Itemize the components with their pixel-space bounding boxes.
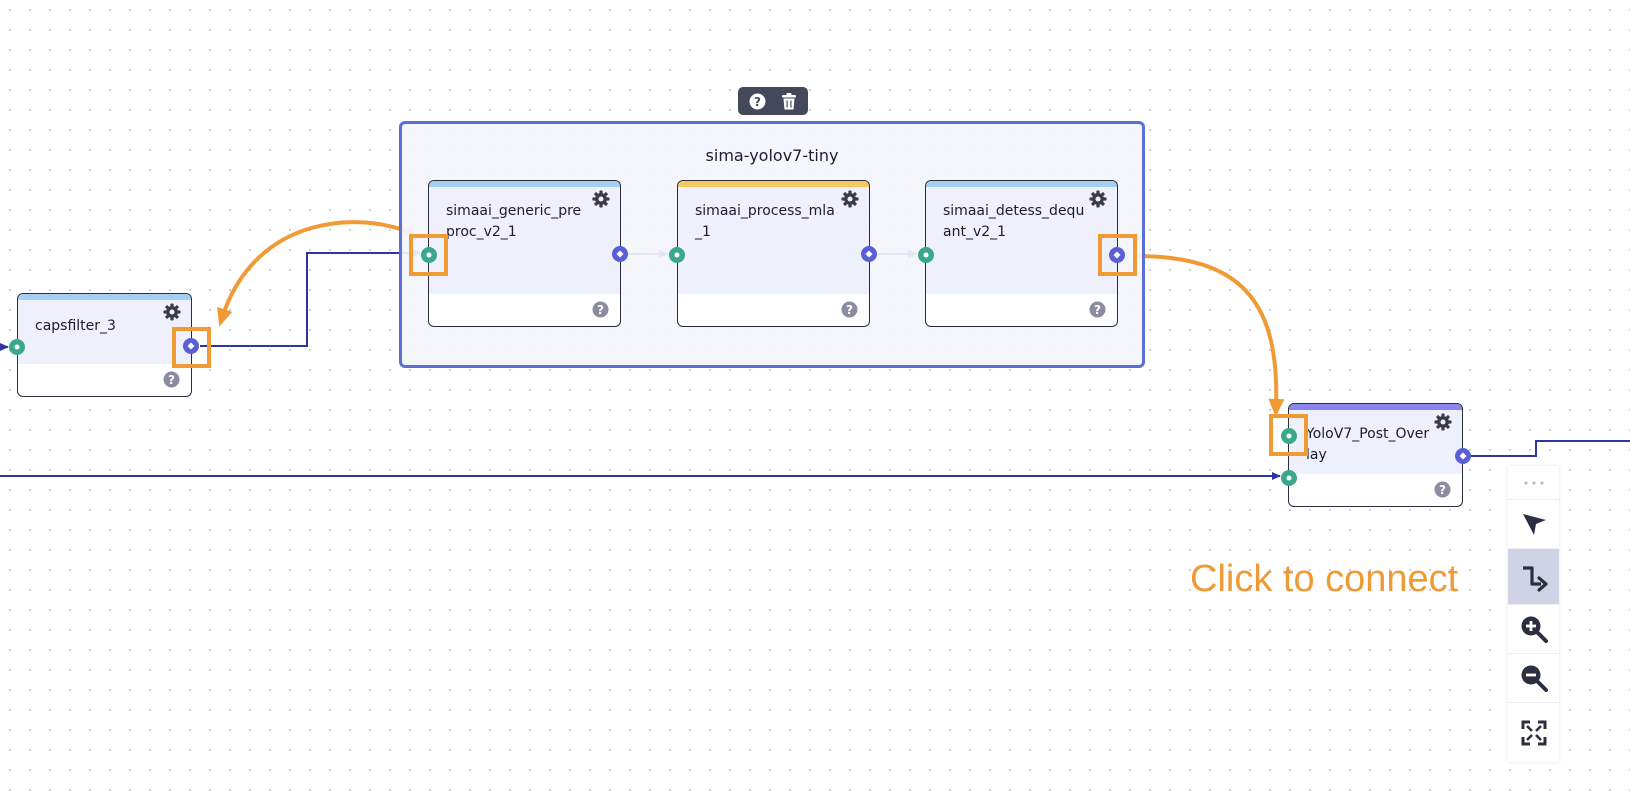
help-icon[interactable]: ? — [1434, 481, 1451, 498]
node-label: simaai_process_mla_1 — [695, 203, 835, 240]
node-header — [18, 294, 191, 364]
node-preproc[interactable]: simaai_generic_preproc_v2_1 ? — [428, 180, 621, 327]
node-header — [926, 181, 1117, 294]
detess-input-port[interactable] — [917, 246, 935, 264]
connector-icon — [1522, 565, 1548, 592]
capsfilter-input-port[interactable] — [8, 338, 26, 356]
gear-icon[interactable] — [841, 190, 859, 208]
mla-input-port[interactable] — [668, 246, 686, 264]
group-toolbar: ? — [738, 87, 808, 115]
gear-icon[interactable] — [592, 190, 610, 208]
ellipsis-icon — [1523, 480, 1544, 485]
zoom-in-button[interactable] — [1508, 605, 1559, 654]
preproc-input-port[interactable] — [420, 246, 438, 264]
cursor-arrow-icon — [1522, 514, 1546, 535]
annotation-arrow-left — [217, 220, 414, 327]
question-circle-icon[interactable]: ? — [748, 92, 766, 110]
svg-text:?: ? — [597, 303, 604, 317]
fit-view-button[interactable] — [1508, 703, 1559, 762]
node-label: simaai_detess_dequant_v2_1 — [943, 203, 1085, 240]
svg-text:?: ? — [1094, 303, 1101, 317]
connect-tool-button[interactable] — [1508, 549, 1559, 605]
preproc-output-port[interactable] — [611, 245, 629, 263]
zoom-in-icon — [1521, 616, 1548, 643]
svg-text:?: ? — [754, 95, 761, 109]
annotation-arrow-right — [1135, 254, 1285, 417]
node-header — [429, 181, 620, 294]
gear-icon[interactable] — [1434, 413, 1452, 431]
svg-text:?: ? — [846, 303, 853, 317]
node-header — [1289, 404, 1462, 474]
help-icon[interactable]: ? — [592, 301, 609, 318]
zoom-out-button[interactable] — [1508, 654, 1559, 703]
overlay-output-port[interactable] — [1454, 447, 1472, 465]
canvas-controls — [1508, 466, 1559, 762]
node-label: capsfilter_3 — [35, 318, 116, 334]
gear-icon[interactable] — [163, 303, 181, 321]
wire-overlay-output[interactable] — [1471, 440, 1630, 457]
node-label: simaai_generic_preproc_v2_1 — [446, 203, 582, 240]
capsfilter-output-port[interactable] — [182, 337, 200, 355]
node-detess[interactable]: simaai_detess_dequant_v2_1 ? — [925, 180, 1118, 327]
more-options-button[interactable] — [1508, 466, 1559, 500]
group-title: sima-yolov7-tiny — [705, 146, 839, 165]
help-icon[interactable]: ? — [841, 301, 858, 318]
overlay-input-port-1[interactable] — [1280, 427, 1298, 445]
node-overlay[interactable]: YoloV7_Post_Overlay ? — [1288, 403, 1463, 507]
mla-output-port[interactable] — [860, 245, 878, 263]
click-to-connect-hint: Click to connect — [1190, 558, 1459, 600]
gear-icon[interactable] — [1089, 190, 1107, 208]
detess-output-port[interactable] — [1108, 246, 1126, 264]
select-tool-button[interactable] — [1508, 500, 1559, 549]
zoom-out-icon — [1521, 665, 1548, 692]
help-icon[interactable]: ? — [1089, 301, 1106, 318]
wire-capsfilter-to-preproc[interactable] — [200, 249, 421, 347]
node-capsfilter[interactable]: capsfilter_3 ? — [17, 293, 192, 397]
node-label: YoloV7_Post_Overlay — [1306, 426, 1430, 463]
node-mla[interactable]: simaai_process_mla_1 ? — [677, 180, 870, 327]
node-header — [678, 181, 869, 294]
fit-screen-icon — [1521, 720, 1546, 745]
help-icon[interactable]: ? — [163, 371, 180, 388]
trash-icon[interactable] — [780, 92, 798, 110]
overlay-input-port-2[interactable] — [1280, 469, 1298, 487]
svg-text:?: ? — [168, 373, 175, 387]
svg-text:?: ? — [1439, 483, 1446, 497]
